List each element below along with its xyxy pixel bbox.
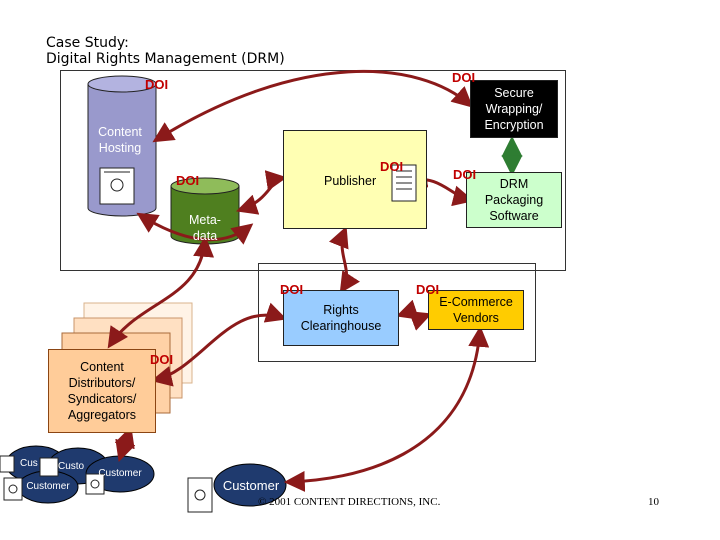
slide-title: Case Study: Digital Rights Management (D… [46, 35, 285, 67]
doi-label-hosting: DOI [145, 77, 169, 92]
copyright-footer: © 2001 CONTENT DIRECTIONS, INC. [258, 496, 441, 508]
title-line-2: Digital Rights Management (DRM) [46, 51, 285, 67]
metadata-label: Meta- data [189, 213, 221, 243]
document-icon-hosting [99, 167, 135, 205]
doi-label-ecommerce: DOI [416, 282, 440, 297]
doi-label-distributors: DOI [150, 352, 174, 367]
customer-main-label: Customer [222, 478, 280, 493]
content-hosting-label: Content Hosting [98, 125, 142, 155]
doi-label-metadata: DOI [176, 173, 200, 188]
customer-small-label-3: Cus [20, 458, 38, 469]
document-icon-customer-2 [39, 457, 59, 477]
customer-small-label-1: Customer [26, 481, 70, 492]
customer-small-label-2: Customer [98, 468, 142, 479]
document-icon-customer-3 [85, 473, 105, 495]
doi-label-secure: DOI [452, 70, 476, 85]
doi-label-publisher: DOI [380, 159, 404, 174]
distributors-box: Content Distributors/ Syndicators/ Aggre… [48, 349, 156, 433]
doi-label-clearinghouse: DOI [280, 282, 304, 297]
document-icon-customer-4 [0, 455, 15, 473]
publisher-box: Publisher [283, 130, 427, 229]
ecommerce-box: E-Commerce Vendors [428, 290, 524, 330]
document-icon-customer-1 [3, 477, 23, 501]
drm-software-box: DRM Packaging Software [466, 172, 562, 228]
page-number: 10 [648, 496, 659, 508]
title-line-1: Case Study: [46, 35, 129, 51]
rights-clearinghouse-box: Rights Clearinghouse [283, 290, 399, 346]
document-icon-customer-main [187, 477, 213, 513]
customer-small-label-4: Custo [58, 461, 85, 472]
secure-wrapping-box: Secure Wrapping/ Encryption [470, 80, 558, 138]
publisher-frame [60, 70, 566, 271]
doi-label-drm: DOI [453, 167, 477, 182]
connection-arrows [107, 70, 490, 492]
publisher-label: Publisher [324, 174, 377, 188]
